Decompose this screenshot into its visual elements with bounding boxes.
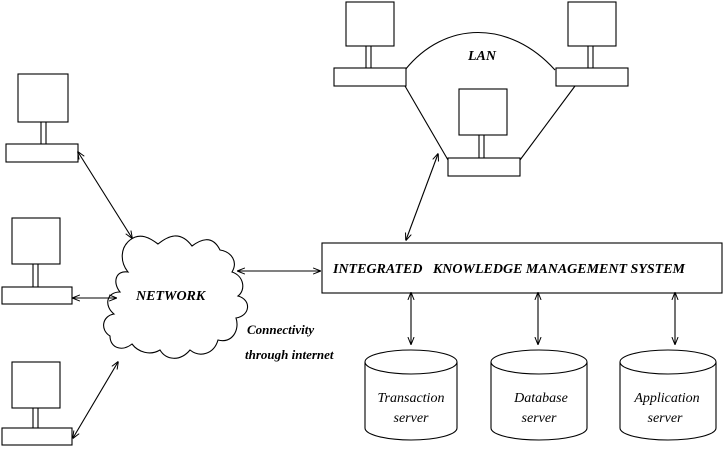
workstation-lan-right [555, 1, 629, 87]
connector-ws1-network [78, 152, 132, 238]
connector-lan-ikms [406, 154, 438, 240]
connectivity-label-line2: through internet [245, 347, 334, 362]
connector-ws3-network [73, 362, 118, 438]
workstation-left-1 [5, 73, 79, 163]
database-server-label-line2: server [522, 411, 558, 426]
network-label: NETWORK [135, 289, 207, 304]
connectivity-label-line1: Connectivity [247, 322, 314, 337]
application-server: Application server [619, 349, 717, 441]
workstation-lan-center [447, 88, 521, 177]
ikms-box [321, 242, 723, 294]
transaction-server-label-line2: server [394, 411, 430, 426]
lan-curve [404, 32, 556, 71]
lan-link-right [519, 85, 576, 161]
database-server-label-line1: Database [513, 391, 568, 406]
transaction-server: Transaction server [364, 349, 458, 441]
transaction-server-label-line1: Transaction [378, 391, 445, 406]
lan-label: LAN [467, 49, 497, 64]
application-server-label-line2: server [648, 411, 684, 426]
workstation-left-3 [1, 361, 73, 446]
application-server-label-line1: Application [633, 391, 699, 406]
database-server: Database server [490, 349, 588, 441]
lan-link-left [404, 85, 449, 161]
workstation-left-2 [1, 217, 73, 305]
workstation-lan-left [333, 1, 407, 87]
ikms-label: INTEGRATED KNOWLEDGE MANAGEMENT SYSTEM [332, 262, 686, 277]
